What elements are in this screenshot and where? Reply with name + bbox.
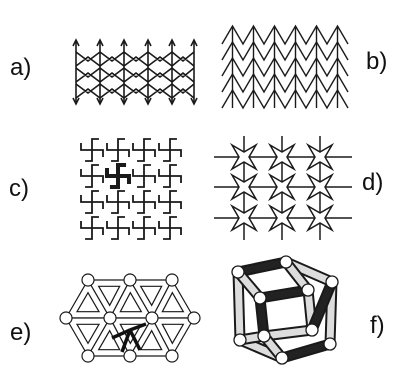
star-cell — [229, 172, 259, 202]
inner-triangle — [161, 323, 185, 345]
swastika-unit — [158, 216, 182, 240]
joint-node — [257, 329, 271, 343]
star-cell — [305, 203, 335, 233]
swastika-unit — [106, 138, 130, 162]
inner-triangle — [139, 329, 163, 351]
star-cell — [267, 203, 297, 233]
highlighted-swastika-unit — [105, 163, 131, 189]
panel-label-d: d) — [362, 169, 384, 196]
swastika-unit — [106, 216, 130, 240]
hinge-node — [123, 273, 137, 287]
swastika-unit — [80, 216, 104, 240]
chevron-row — [221, 88, 349, 110]
strut — [260, 326, 316, 340]
panel-a-auxetic-arrowhead-lattice — [72, 38, 198, 106]
rib-arrow-tips — [190, 38, 198, 106]
inner-triangle — [97, 285, 121, 307]
strut — [234, 268, 244, 344]
joint-node — [305, 323, 319, 337]
inner-triangle — [75, 323, 101, 345]
panel-f-3d-chiral-cube — [231, 255, 339, 365]
swastika-unit — [158, 164, 182, 188]
swastika-unit — [106, 190, 130, 214]
star-cell — [229, 203, 259, 233]
panel-label-b: b) — [366, 48, 388, 75]
star-cell — [305, 172, 335, 202]
panel-label-e: e) — [10, 319, 32, 346]
hinge-node — [165, 273, 179, 287]
star-cell — [305, 142, 335, 172]
chevron-row — [221, 56, 349, 78]
joint-node — [231, 265, 245, 279]
hinge-node — [103, 311, 117, 325]
hinge-node — [81, 273, 95, 287]
joint-node — [325, 275, 339, 289]
hinge-node — [187, 311, 201, 325]
joint-node — [301, 283, 315, 297]
inner-triangle — [139, 285, 163, 307]
swastika-unit — [80, 164, 104, 188]
rib-arrow-tips — [72, 38, 80, 106]
swastika-unit — [132, 164, 156, 188]
strut — [256, 286, 312, 302]
panel-b-chevron-zigzag-lattice — [221, 24, 349, 110]
panel-label-f: f) — [370, 312, 385, 339]
star-cell — [229, 142, 259, 172]
inner-triangle — [97, 329, 121, 351]
chevron-row — [221, 24, 349, 46]
triangle-unit — [128, 316, 173, 357]
star-cell — [267, 142, 297, 172]
central-chiral-motif — [111, 322, 147, 353]
hinge-node — [145, 311, 159, 325]
joint-node — [279, 255, 293, 269]
inner-triangle — [161, 291, 185, 313]
joint-node — [253, 291, 267, 305]
strut — [278, 340, 334, 362]
strut — [308, 278, 336, 334]
panel-label-c: c) — [9, 175, 29, 202]
chevron-row — [221, 72, 349, 94]
rib-arrow-tips — [168, 38, 176, 106]
hinge-node — [165, 349, 179, 363]
hinge-node — [59, 311, 73, 325]
triangle-unit — [86, 316, 131, 357]
panel-label-a: a) — [10, 54, 32, 81]
rib-arrow-tips — [144, 38, 152, 106]
inner-triangle — [75, 291, 101, 313]
rib-arrow-tips — [96, 38, 104, 106]
hinge-node — [123, 349, 137, 363]
chevron-row — [221, 40, 349, 62]
joint-node — [323, 337, 337, 351]
swastika-unit — [80, 138, 104, 162]
rib-arrow-tips — [120, 38, 128, 106]
swastika-unit — [132, 216, 156, 240]
panel-d-star-re-entrant-lattice — [214, 136, 352, 240]
star-cell — [267, 172, 297, 202]
joint-node — [275, 351, 289, 365]
arrowhead-cells — [75, 51, 195, 99]
swastika-unit — [80, 190, 104, 214]
panel-e-rotating-triangles-lattice — [59, 273, 201, 363]
swastika-unit — [158, 190, 182, 214]
swastika-unit — [132, 190, 156, 214]
inner-triangle — [119, 291, 143, 313]
joint-node — [233, 333, 247, 347]
swastika-unit — [132, 138, 156, 162]
panel-c-rotating-swastika-lattice — [80, 138, 182, 240]
swastika-unit — [158, 138, 182, 162]
hinge-node — [81, 349, 95, 363]
strut — [234, 258, 290, 276]
